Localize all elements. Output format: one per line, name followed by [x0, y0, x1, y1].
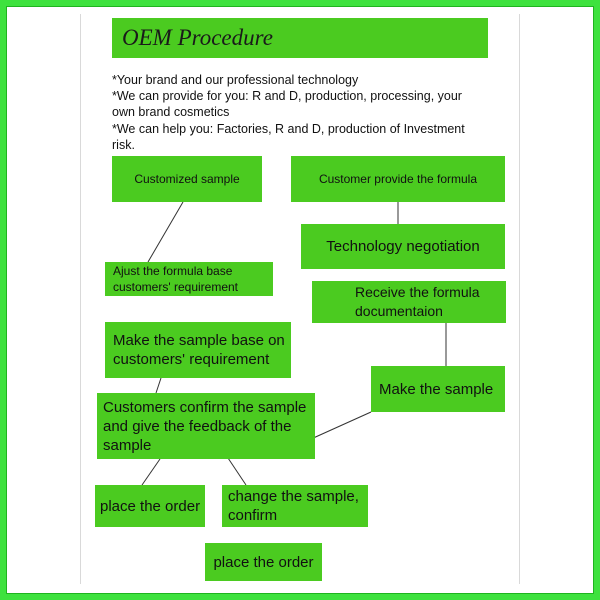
step-make-sample-requirement: Make the sample base on customers' requi…: [105, 322, 291, 378]
step-receive-formula: Receive the formula documentaion: [312, 281, 506, 323]
step-technology-negotiation: Technology negotiation: [301, 224, 505, 269]
step-change-sample: change the sample, confirm: [222, 485, 368, 527]
step-place-order-left: place the order: [95, 485, 205, 527]
step-customer-formula: Customer provide the formula: [291, 156, 505, 202]
intro-line-provide: *We can provide for you: R and D, produc…: [112, 89, 462, 120]
page-title: OEM Procedure: [112, 18, 488, 58]
step-place-order-bottom: place the order: [205, 543, 322, 581]
step-adjust-formula: Ajust the formula base customers' requir…: [105, 262, 273, 296]
step-customized-sample: Customized sample: [112, 156, 262, 202]
intro-text: *Your brand and our professional technol…: [112, 72, 484, 153]
step-make-sample: Make the sample: [371, 366, 505, 412]
intro-line-help: *We can help you: Factories, R and D, pr…: [112, 121, 465, 152]
step-confirm-feedback: Customers confirm the sample and give th…: [97, 393, 315, 459]
intro-line-brand: *Your brand and our professional technol…: [112, 73, 359, 87]
